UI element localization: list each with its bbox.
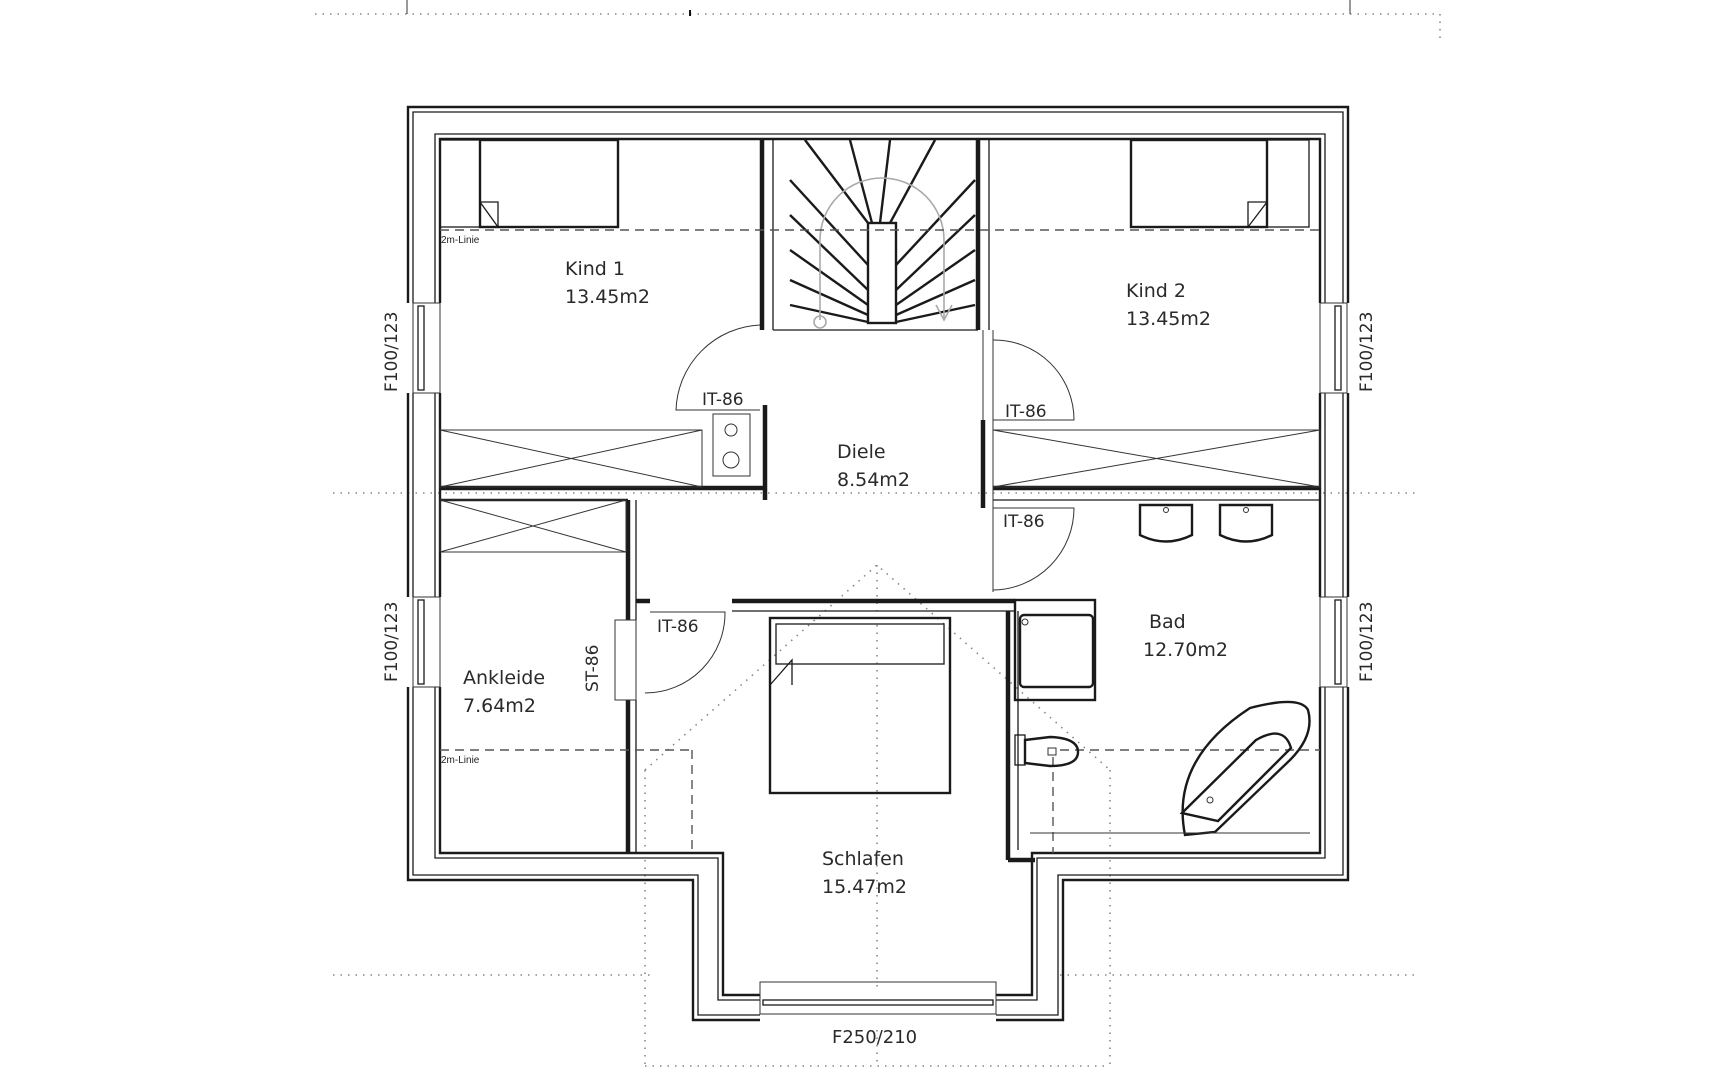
svg-text:7.64m2: 7.64m2 xyxy=(463,695,536,717)
sink-1 xyxy=(1138,503,1194,543)
svg-text:Bad: Bad xyxy=(1149,611,1186,633)
wardrobe-ankleide xyxy=(439,499,627,553)
window-label-kind1: F100/123 xyxy=(382,312,402,392)
bed-kind1 xyxy=(439,138,620,229)
svg-text:12.70m2: 12.70m2 xyxy=(1143,639,1228,661)
sink-2 xyxy=(1218,503,1274,543)
shower xyxy=(1013,598,1097,702)
svg-text:Ankleide: Ankleide xyxy=(463,667,545,689)
svg-text:Diele: Diele xyxy=(837,441,886,463)
door-label-schlafen: IT-86 xyxy=(657,617,699,637)
window-kind2 xyxy=(1319,302,1348,394)
window-label-kind2: F100/123 xyxy=(1357,312,1377,392)
room-kind2-label: Kind 2 13.45m2 xyxy=(1126,280,1211,330)
room-kind1-label: Kind 1 13.45m2 xyxy=(565,258,650,308)
door-kind1-swing xyxy=(675,324,761,411)
door-kind2-swing xyxy=(992,339,1075,421)
room-diele-label: Diele 8.54m2 xyxy=(837,441,910,491)
room-schlafen-label: Schlafen 15.47m2 xyxy=(822,848,907,898)
interior-walls xyxy=(440,139,1320,863)
bed-schlafen xyxy=(768,616,952,795)
axis-lines xyxy=(333,492,1415,1067)
door-label-kind2: IT-86 xyxy=(1005,402,1047,422)
door-label-bad: IT-86 xyxy=(1003,512,1045,532)
door-ankleide-slide xyxy=(614,619,637,701)
window-ankleide xyxy=(412,596,441,688)
room-bad-label: Bad 12.70m2 xyxy=(1143,611,1228,661)
room-ankleide-label: Ankleide 7.64m2 xyxy=(463,667,545,717)
window-schlafen xyxy=(759,981,997,1015)
svg-text:Kind 1: Kind 1 xyxy=(565,258,625,280)
height-line-label-1: 2m-Linie xyxy=(441,235,480,246)
window-label-bad: F100/123 xyxy=(1357,602,1377,682)
door-schlafen-swing xyxy=(644,611,726,694)
window-bad xyxy=(1319,596,1348,688)
window-label-ankleide: F100/123 xyxy=(382,602,402,682)
height-line-label-2: 2m-Linie xyxy=(441,755,480,766)
door-label-ankleide: ST-86 xyxy=(583,645,603,692)
height-lines xyxy=(440,229,1320,853)
svg-text:Kind 2: Kind 2 xyxy=(1126,280,1186,302)
top-reference-line xyxy=(315,0,1441,44)
door-bad-swing xyxy=(992,507,1075,591)
svg-text:Schlafen: Schlafen xyxy=(822,848,904,870)
toilet xyxy=(1014,734,1080,768)
svg-text:8.54m2: 8.54m2 xyxy=(837,469,910,491)
bed-kind2 xyxy=(1129,138,1310,229)
svg-text:15.47m2: 15.47m2 xyxy=(822,876,907,898)
wardrobe-kind2 xyxy=(992,429,1321,488)
window-label-schlafen: F250/210 xyxy=(832,1027,917,1048)
staircase xyxy=(789,139,976,329)
wardrobe-kind1 xyxy=(439,429,703,488)
window-kind1 xyxy=(412,302,441,394)
bathtub xyxy=(1179,700,1311,837)
svg-text:13.45m2: 13.45m2 xyxy=(1126,308,1211,330)
svg-text:13.45m2: 13.45m2 xyxy=(565,286,650,308)
door-label-kind1: IT-86 xyxy=(702,390,744,410)
kitchenette-kind1 xyxy=(712,413,751,477)
